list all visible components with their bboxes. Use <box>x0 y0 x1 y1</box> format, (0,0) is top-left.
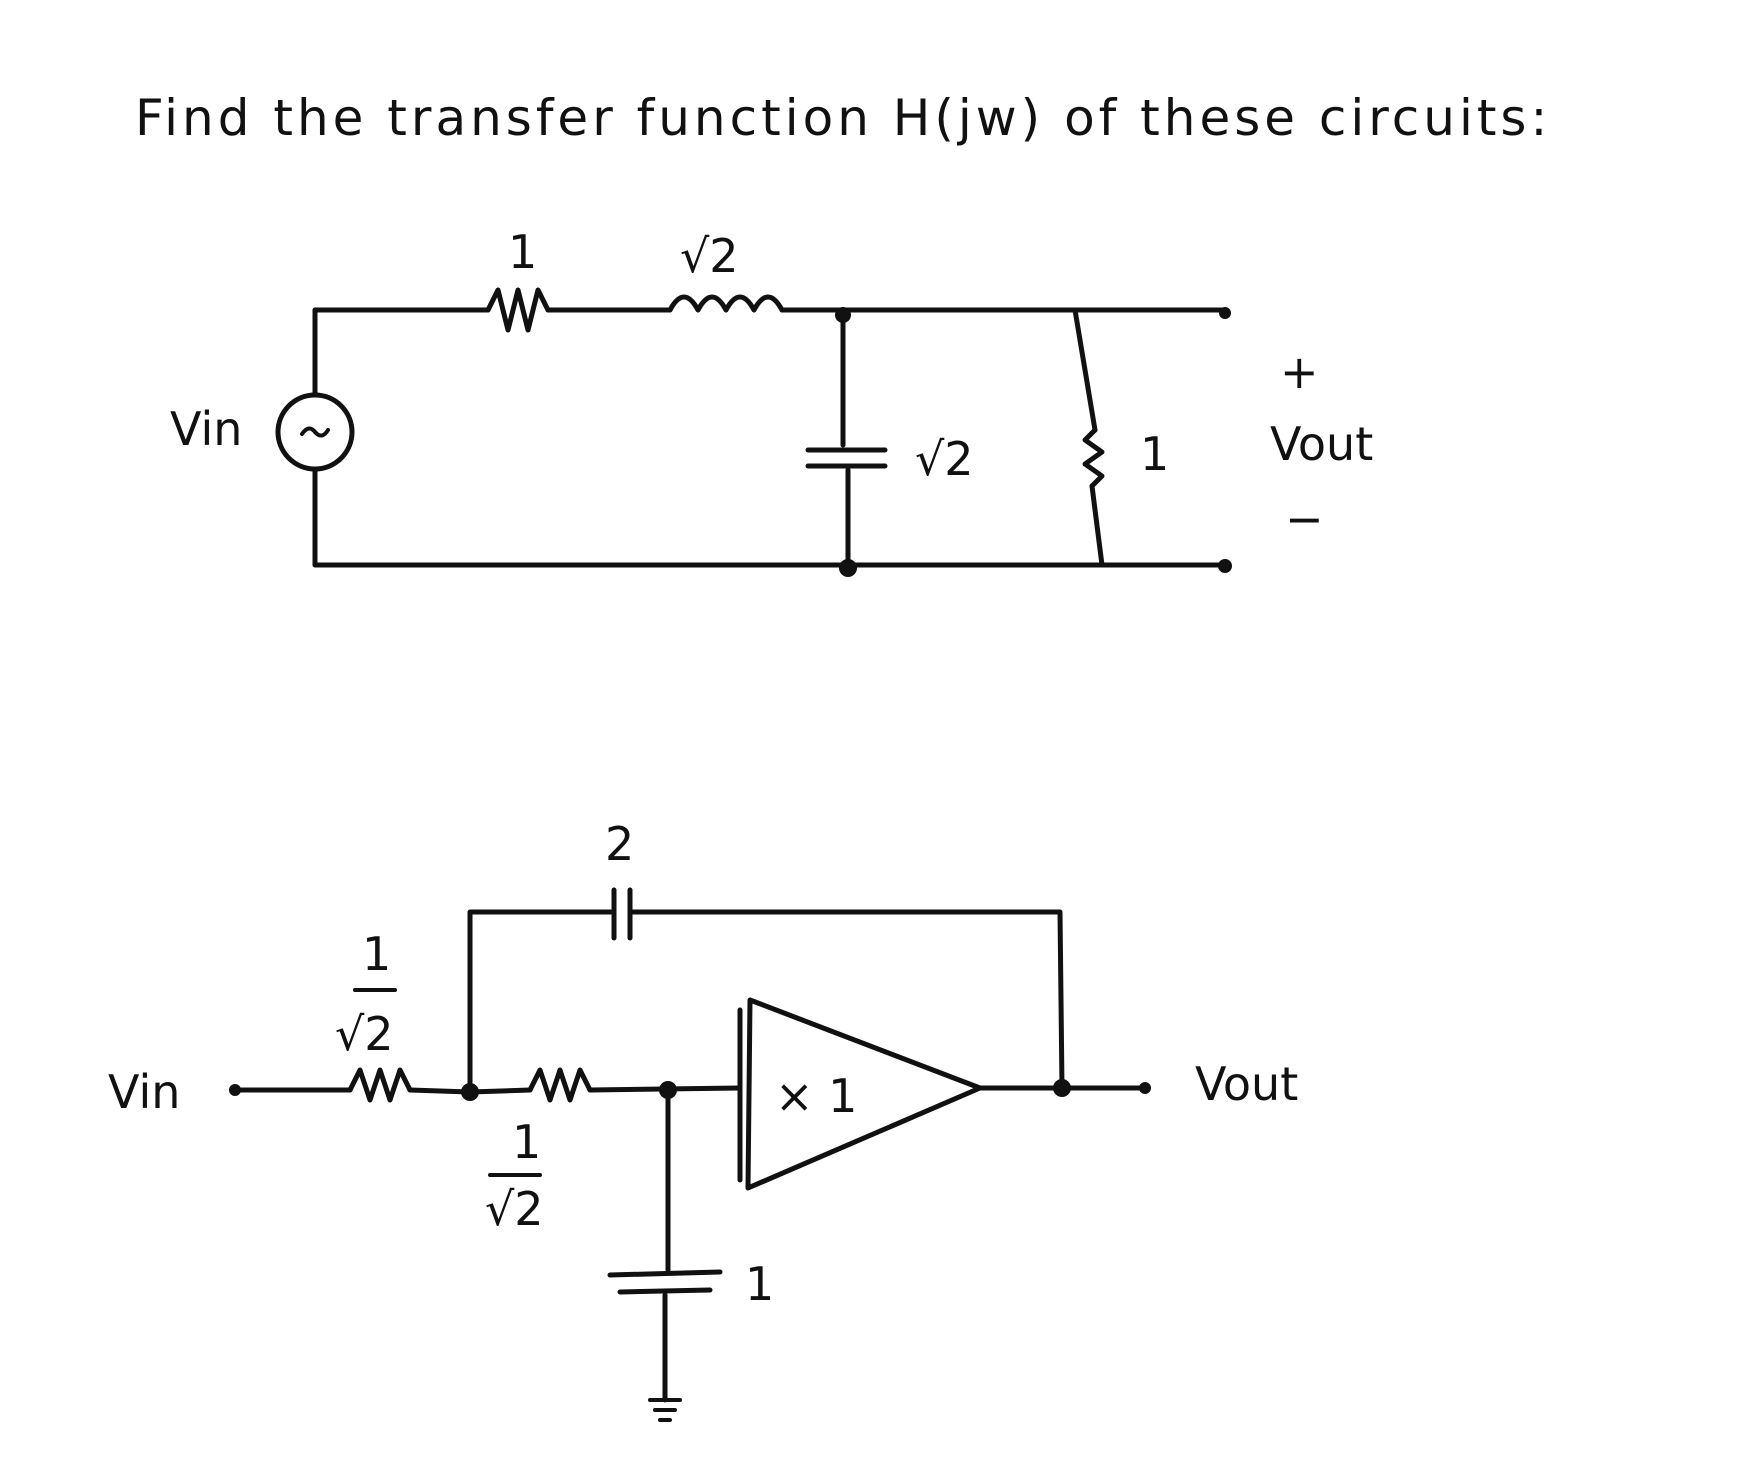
c1-output-terminal-plus <box>1219 307 1231 319</box>
c2-gcap-label: 1 <box>745 1257 774 1311</box>
c2-resistor-2 <box>527 1067 593 1103</box>
c2-r1-num: 1 <box>362 927 391 981</box>
c1-load-resistor <box>1082 427 1105 489</box>
c2-buffer-gain-label: × 1 <box>775 1069 857 1123</box>
c2-r2-den: √2 <box>485 1182 544 1236</box>
c1-load-bottom-wire <box>1089 483 1105 568</box>
c2-feedback-left-wire <box>467 909 615 1095</box>
c1-load-top-wire <box>1072 307 1098 433</box>
c1-resistor-label: 1 <box>508 225 537 279</box>
c2-vout-label: Vout <box>1195 1057 1298 1111</box>
c1-load-label: 1 <box>1140 427 1169 481</box>
c1-series-resistor <box>485 287 551 333</box>
c2-feedback-right-wire <box>629 909 1065 1091</box>
c2-vin-label: Vin <box>108 1065 180 1119</box>
circuit-2: Vin 1 √2 2 1 √2 1 × 1 <box>108 817 1298 1422</box>
c1-minus-sign: − <box>1285 492 1324 546</box>
circuit-1: Vin 1 √2 √2 1 + Vout − <box>170 225 1373 577</box>
c1-vin-label: Vin <box>170 402 242 456</box>
c2-output-terminal <box>1139 1082 1151 1094</box>
c2-feedback-cap-label: 2 <box>605 817 634 871</box>
c1-output-terminal-minus <box>1218 559 1232 573</box>
c2-r1-den: √2 <box>335 1007 394 1061</box>
c2-resistor-1 <box>347 1067 413 1103</box>
c2-buffer-triangle <box>745 997 983 1191</box>
c2-gcap-plate-bottom <box>617 1287 713 1295</box>
c2-wire-r1-node <box>407 1087 473 1095</box>
c2-node-output <box>1053 1079 1071 1097</box>
c2-gcap-plate-top <box>607 1269 723 1278</box>
c1-vout-label: Vout <box>1270 417 1373 471</box>
c2-r2-num: 1 <box>512 1115 541 1169</box>
c1-inductor <box>667 294 785 313</box>
c2-wire-node-r2 <box>467 1087 533 1095</box>
ground-icon <box>648 1398 682 1422</box>
c1-capacitor-label: √2 <box>915 432 974 486</box>
problem-title: Find the transfer function H(jw) of thes… <box>135 89 1551 147</box>
c1-node-bottom <box>839 559 857 577</box>
c1-plus-sign: + <box>1280 345 1319 399</box>
ac-tilde-icon <box>300 426 330 438</box>
c1-inductor-label: √2 <box>680 229 739 283</box>
